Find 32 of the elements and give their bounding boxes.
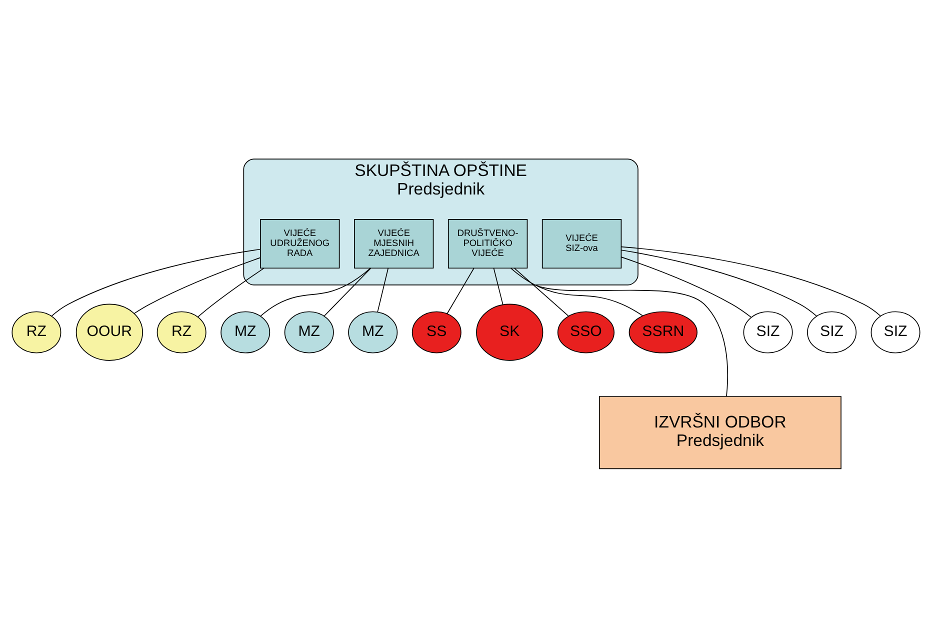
- node-ellipse: SIZ: [807, 311, 857, 354]
- node-box: VIJEĆE UDRUŽENOG RADA: [260, 219, 340, 269]
- connector: [510, 268, 644, 316]
- connector: [446, 268, 474, 314]
- connector: [620, 246, 881, 316]
- connector: [534, 284, 728, 397]
- node-ellipse: SSO: [557, 311, 615, 354]
- connector: [514, 268, 569, 316]
- node-ellipse: SIZ: [870, 311, 920, 354]
- node-ellipse: SS: [412, 311, 462, 354]
- node-ellipse: SSRN: [628, 311, 698, 354]
- node-ellipse: SK: [476, 304, 544, 361]
- node-box: VIJEĆE SIZ-ova: [542, 219, 622, 269]
- connector: [324, 268, 372, 316]
- node-box: DRUŠTVENO- POLITIČKO VIJEĆE: [448, 219, 528, 269]
- connector: [197, 268, 264, 318]
- connector: [620, 256, 752, 318]
- node-ellipse: RZ: [156, 311, 206, 354]
- connector: [51, 248, 261, 316]
- node-ellipse: SIZ: [743, 311, 793, 354]
- node-ellipse: OOUR: [76, 304, 143, 361]
- node-ellipse: MZ: [348, 311, 398, 354]
- node-box: IZVRŠNI ODBOR Predsjednik: [598, 396, 842, 470]
- connector: [134, 257, 261, 314]
- node-ellipse: MZ: [220, 311, 270, 354]
- connector: [621, 250, 818, 317]
- connector: [377, 268, 389, 312]
- node-ellipse: MZ: [284, 311, 334, 354]
- node-ellipse: RZ: [12, 311, 62, 354]
- connector: [260, 268, 371, 317]
- connector: [493, 268, 504, 305]
- node-box: VIJEĆE MJESNIH ZAJEDNICA: [354, 219, 434, 269]
